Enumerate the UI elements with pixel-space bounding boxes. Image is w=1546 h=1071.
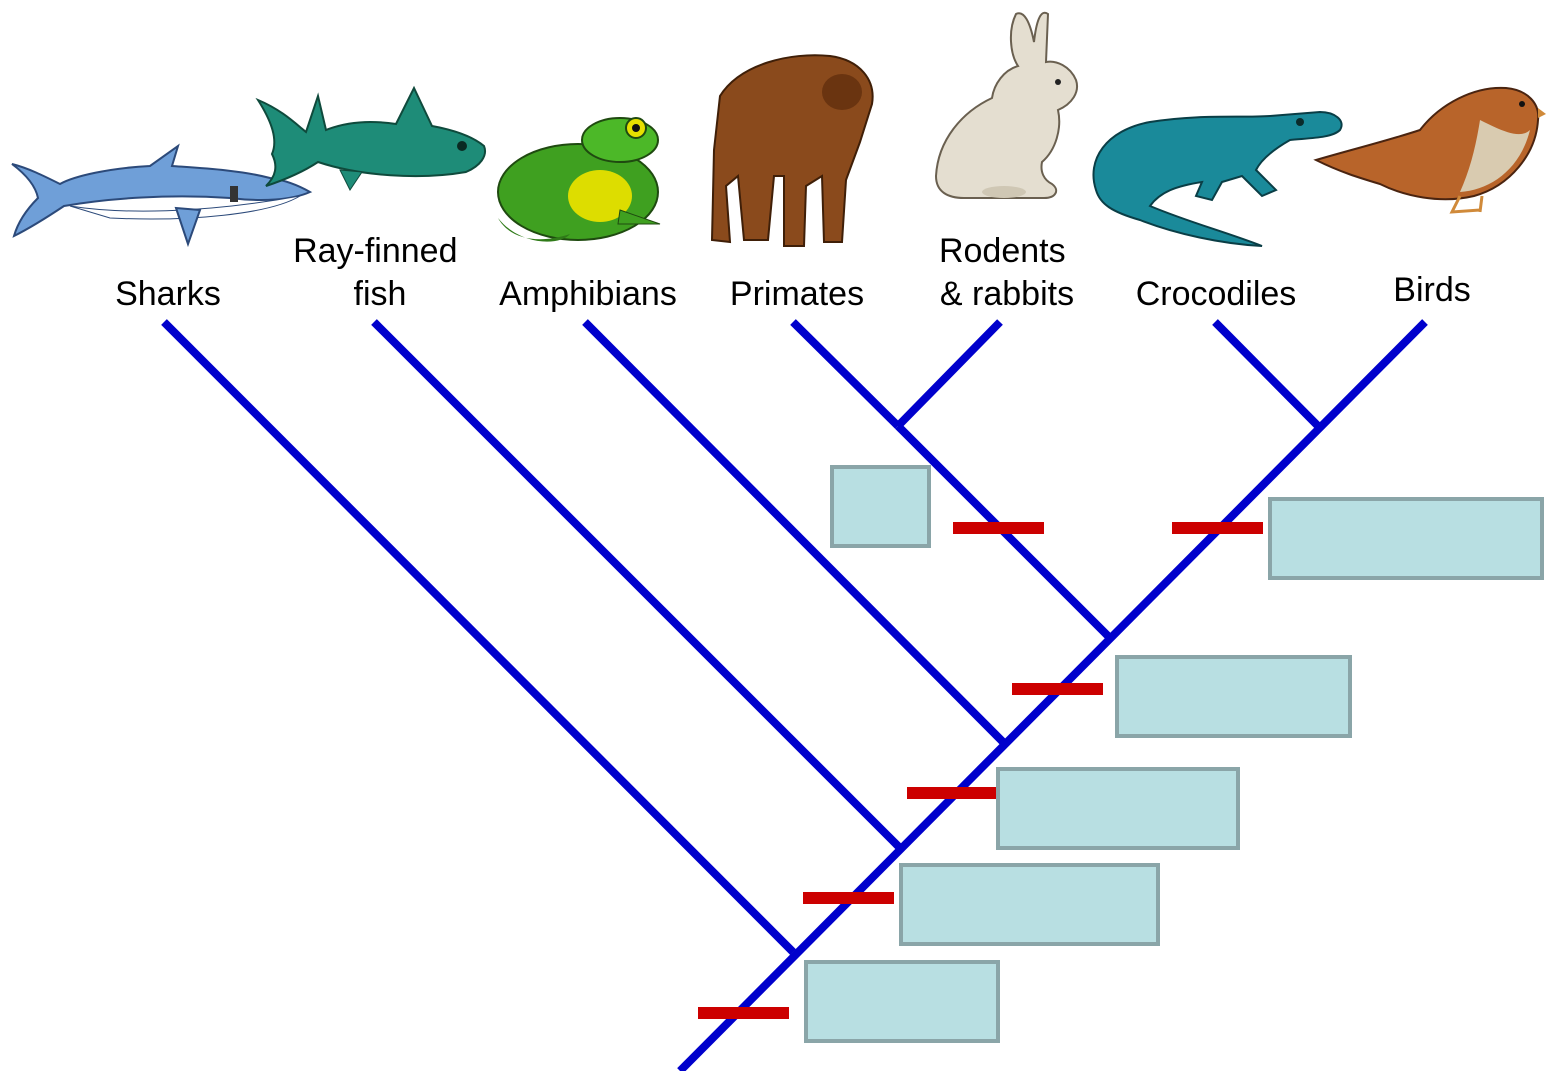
branch-primates [790, 319, 901, 429]
branch-sharks [161, 319, 796, 955]
trait-box-6[interactable] [1268, 497, 1544, 580]
branch-crocodiles [1212, 319, 1322, 430]
trait-marker-4 [1012, 683, 1103, 695]
taxon-label-primates: Primates [730, 275, 864, 313]
taxon-label-ray-finned-fish: Ray-finned fish [293, 232, 467, 313]
crocodile-icon [1092, 110, 1343, 247]
taxon-label-crocodiles: Crocodiles [1136, 275, 1297, 313]
branch-ray-finned-fish [371, 319, 902, 850]
rabbit-icon [934, 11, 1078, 199]
monkey-icon [710, 54, 874, 247]
cladogram-branches [161, 319, 1428, 1071]
branch-amphibians [582, 319, 1006, 745]
main-trunk [677, 319, 1428, 1071]
taxon-label-rodents-rabbits: Rodents & rabbits [939, 232, 1075, 313]
branch-rodents-rabbits [895, 319, 1003, 429]
trait-markers [698, 522, 1263, 1019]
trait-box-5[interactable] [830, 465, 931, 548]
trait-marker-1 [698, 1007, 789, 1019]
tuna-fish-icon [255, 85, 486, 191]
trait-box-1[interactable] [804, 960, 1000, 1043]
sparrow-icon [1313, 86, 1546, 214]
taxon-label-birds: Birds [1393, 271, 1470, 309]
trait-marker-2 [803, 892, 894, 904]
trait-box-3[interactable] [996, 767, 1240, 850]
trait-marker-6 [1172, 522, 1263, 534]
taxon-label-amphibians: Amphibians [499, 275, 677, 313]
trait-marker-5 [953, 522, 1044, 534]
frog-icon [497, 117, 661, 242]
trait-boxes [804, 465, 1544, 1043]
taxon-label-sharks: Sharks [115, 275, 221, 313]
shark-icon [11, 143, 313, 248]
trait-marker-3 [907, 787, 998, 799]
trait-box-2[interactable] [899, 863, 1160, 946]
trait-box-4[interactable] [1115, 655, 1352, 738]
